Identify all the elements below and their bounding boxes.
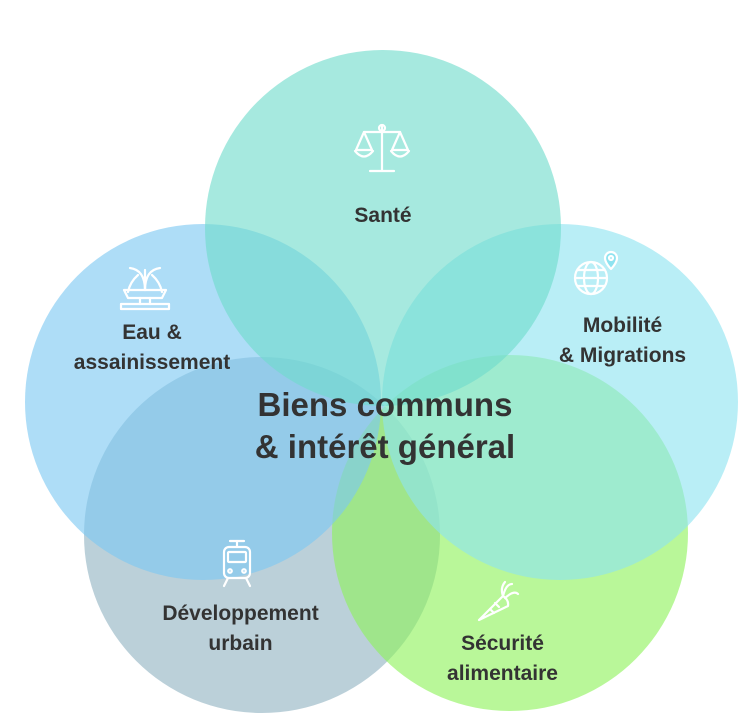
label-eau: Eau & assainissement <box>57 318 247 378</box>
label-securite-line2: alimentaire <box>447 662 558 685</box>
scales-icon <box>353 123 411 173</box>
globe-pin-icon <box>573 250 619 296</box>
label-mobilite-line2: & Migrations <box>558 344 687 367</box>
label-eau-line1: Eau & <box>122 321 182 344</box>
circle-sante <box>205 50 561 406</box>
label-mobilite-line1: Mobilité <box>582 314 663 337</box>
label-securite-line1: Sécurité <box>461 632 544 655</box>
label-developpement: Développement urbain <box>138 599 343 659</box>
label-developpement-line1: Développement <box>162 602 319 625</box>
label-eau-line2: assainissement <box>73 351 231 374</box>
label-mobilite: Mobilité & Migrations <box>535 311 710 371</box>
label-sante-line1: Santé <box>354 204 412 227</box>
fountain-icon <box>119 266 171 311</box>
center-title-line2: & intérêt général <box>254 428 516 465</box>
carrot-icon <box>477 580 520 622</box>
tram-icon <box>222 539 252 588</box>
label-sante: Santé <box>318 201 448 231</box>
center-title-line1: Biens communs <box>257 386 513 423</box>
label-developpement-line2: urbain <box>208 632 273 655</box>
center-title: Biens communs & intérêt général <box>215 384 555 468</box>
label-securite: Sécurité alimentaire <box>420 629 585 689</box>
